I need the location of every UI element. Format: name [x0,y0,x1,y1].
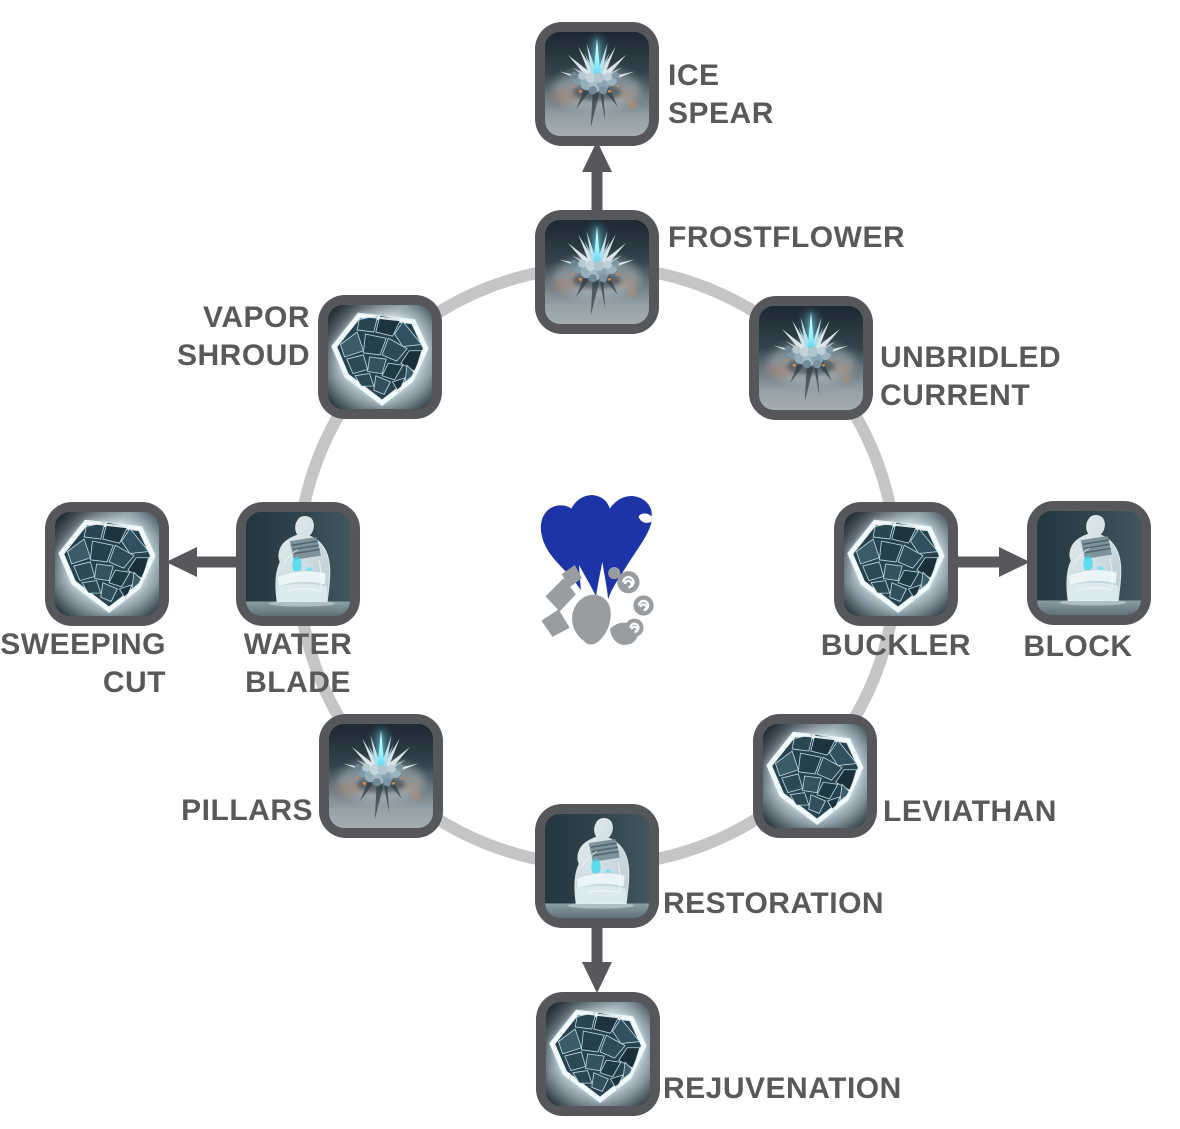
label-buckler: BUCKLER [820,629,972,662]
node-restoration[interactable] [535,804,659,928]
arrow-buckler-to-block [955,547,1030,577]
arrow-frostflower-to-ice-spear [582,141,612,213]
frostflower-icon [329,724,433,828]
node-leviathan[interactable] [753,714,877,838]
label-rejuvenation: REJUVENATION [663,1072,902,1105]
label-pillars: PILLARS [181,794,313,827]
arrow-restoration-to-rejuvenation [582,924,612,993]
ice-shield-icon [546,1002,650,1106]
ice-statue-icon [1037,511,1141,615]
node-vapor-shroud[interactable] [318,295,442,419]
ice-shield-icon [763,724,867,828]
node-water-blade[interactable] [236,502,360,626]
arrow-water-blade-to-sweeping-cut [166,547,239,577]
node-pillars[interactable] [319,714,443,838]
ice-shield-icon [844,512,948,616]
label-leviathan: LEVIATHAN [883,795,1057,828]
label-ice-spear: ICE SPEAR [668,59,774,130]
label-frostflower: FROSTFLOWER [668,221,906,254]
ice-shield-icon [55,512,159,616]
label-unbridled-current: UNBRIDLED CURRENT [880,341,1062,412]
ice-statue-icon [246,512,350,616]
node-ice-spear[interactable] [535,22,659,146]
node-buckler[interactable] [834,502,958,626]
water-crest-logo [540,495,654,645]
label-block: BLOCK [1023,630,1133,663]
frostflower-icon [759,306,863,410]
label-water-blade: WATER BLADE [243,628,353,699]
node-frostflower[interactable] [535,210,659,334]
node-rejuvenation[interactable] [536,992,660,1116]
frostflower-icon [545,32,649,136]
node-block[interactable] [1027,501,1151,625]
label-restoration: RESTORATION [663,887,885,920]
ice-statue-icon [545,814,649,918]
ice-shield-icon [328,305,432,409]
frostflower-icon [545,220,649,324]
label-vapor-shroud: VAPOR SHROUD [176,301,310,372]
node-sweeping-cut[interactable] [45,502,169,626]
label-sweeping-cut: SWEEPING CUT [0,628,166,699]
node-unbridled-current[interactable] [749,296,873,420]
